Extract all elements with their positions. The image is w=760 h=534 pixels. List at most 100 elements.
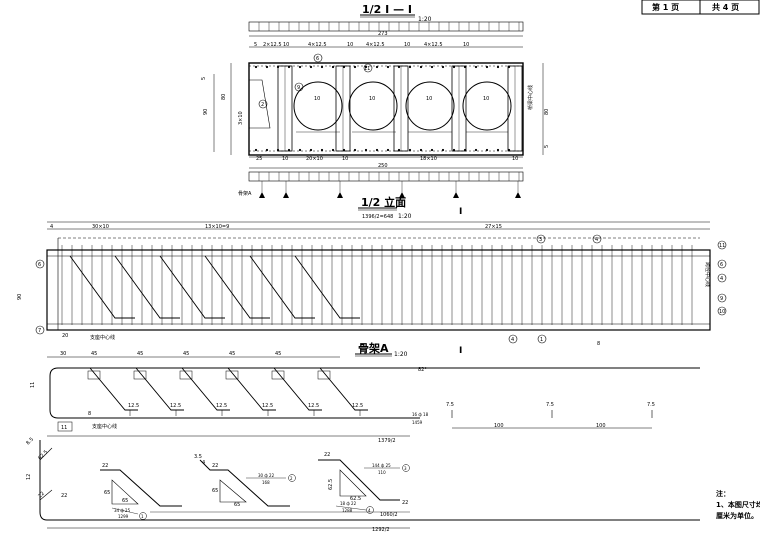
bottom-seg-2: 20×10: [306, 156, 323, 162]
notes-line-2: 厘米为单位。: [716, 511, 758, 520]
b2-n5: 4: [202, 460, 205, 466]
cage-left-11: 11: [30, 382, 36, 388]
notes-title: 注：: [716, 489, 730, 498]
cage-v-0: 12.5: [128, 403, 139, 409]
seg-5: 4×12.5: [366, 42, 385, 48]
b1-n3: 65: [122, 498, 128, 504]
bent-bars-view: 8.5 62.5 12 22 22 22 65 65 34 ф 25 1299 …: [25, 437, 700, 533]
cage-sp-5: 45: [275, 351, 281, 357]
cage-v-2: 12.5: [216, 403, 227, 409]
void-label-3: 10: [426, 96, 432, 102]
right-dim-80: 80: [544, 109, 550, 115]
seg-3: 4×12.5: [308, 42, 327, 48]
rebar-a-label: 骨架A: [238, 191, 252, 197]
cage-angle: 82°: [418, 367, 427, 373]
cage-dist-0: 100: [494, 423, 504, 429]
section-mark-bottom: I: [459, 346, 462, 356]
cage-scale: 1:20: [394, 351, 408, 358]
elev-bottom-1: 1: [540, 337, 543, 343]
cage-sp-1: 45: [91, 351, 97, 357]
b3-n1: 22: [324, 452, 330, 458]
elev-bottom-4: 4: [511, 337, 514, 343]
b1-label-b: 1299: [118, 514, 129, 519]
page-number: 第 1 页: [652, 2, 679, 12]
left-dim-3x10: 3×10: [238, 111, 244, 125]
elev-right-10: 10: [719, 309, 725, 315]
elev-seg-0: 4: [50, 224, 53, 230]
page-number-box: 第 1 页 共 4 页: [641, 0, 760, 15]
cage-sp-3: 45: [183, 351, 189, 357]
cage-bar-length: 1459: [412, 420, 423, 425]
bb-left-2: 12: [26, 474, 32, 480]
b2-n3: 65: [234, 502, 240, 508]
void-label-4: 10: [483, 96, 489, 102]
b2-label-a: 30 ф 22: [258, 473, 275, 478]
cage-v-5: 12.5: [352, 403, 363, 409]
void-label-1: 10: [314, 96, 320, 102]
b3-callout: 3: [404, 466, 407, 471]
callout-9: 9: [297, 85, 300, 91]
elev-right-11: 11: [719, 243, 725, 249]
left-dim-90: 90: [203, 109, 209, 115]
b3-label-b: 110: [378, 470, 386, 475]
elev-right-6: 6: [720, 262, 723, 268]
b3-n3: 22: [402, 500, 408, 506]
section-total-width: 273: [378, 31, 388, 37]
b3-n2: 62.5: [328, 479, 334, 490]
elev-callout-4: 4: [595, 237, 598, 243]
elev-callout-3: 3: [539, 237, 542, 243]
b1-callout: 1: [141, 514, 144, 519]
elev-left-7: 7: [38, 328, 41, 334]
b3-n2b: 62.5: [350, 496, 361, 502]
bb-dim-1: 1060/2: [380, 512, 398, 518]
cage-label-8: 8: [88, 411, 91, 417]
callout-6: 6: [316, 56, 319, 62]
b2-n2: 65: [212, 488, 218, 494]
callout-11: 11: [364, 66, 370, 72]
elev-seg-3: 27×15: [485, 224, 502, 230]
total-pages: 共 4 页: [712, 2, 739, 12]
bb-dim-2: 1292/2: [372, 527, 390, 533]
b2-label-b: 168: [262, 480, 270, 485]
elevation-view: 1/2 立面 1396/2=648 1:20 I I 4 30×10 13×10…: [17, 195, 727, 356]
cage-a-view: 骨架A 1:20 30 45 45 45 45 45 82° 11 8 11 支…: [30, 341, 700, 444]
elev-right-4: 4: [720, 276, 723, 282]
elev-bottom-20: 20: [62, 333, 68, 339]
cage-sp-2: 45: [137, 351, 143, 357]
cage-bottom-dim: 1379/2: [378, 438, 396, 444]
section-scale: 1:20: [418, 16, 432, 23]
cage-sp-0: 30: [60, 351, 66, 357]
section-view: 1/2 I — I 1:20 273 5 2×12.5 10 4×12.5 10…: [201, 3, 550, 198]
box-girder-outline: 10 10 10 10: [248, 62, 524, 156]
section-title: 1/2 I — I: [362, 3, 412, 16]
cage-support-label: 支座中心线: [92, 423, 117, 430]
elev-height: 90: [17, 294, 23, 300]
bottom-seg-3: 10: [342, 156, 348, 162]
cage-75-2: 7.5: [647, 402, 655, 408]
b1-label-a: 34 ф 25: [114, 508, 131, 513]
center-label: 桥梁中心线: [527, 85, 534, 110]
left-dim-5: 5: [201, 77, 207, 80]
elev-support-label: 支座中心线: [90, 334, 115, 341]
b2-n4: 3.5: [194, 454, 202, 460]
void-label-2: 10: [369, 96, 375, 102]
bb-left-3: 22: [37, 491, 46, 500]
seg-0: 5: [254, 42, 257, 48]
bottom-seg-0: 25: [256, 156, 262, 162]
cage-sp-4: 45: [229, 351, 235, 357]
cage-v-4: 12.5: [308, 403, 319, 409]
elev-seg-2: 13×10=9: [205, 224, 229, 230]
elev-bottom-8: 8: [597, 341, 600, 347]
elev-right-9: 9: [720, 296, 723, 302]
seg-8: 10: [463, 42, 469, 48]
cage-v-1: 12.5: [170, 403, 181, 409]
seg-6: 10: [404, 42, 410, 48]
top-count-row: [248, 21, 524, 32]
section-mark-top: I: [459, 207, 462, 217]
left-dim-80: 80: [221, 94, 227, 100]
elevation-scale: 1:20: [398, 213, 412, 220]
cage-75-0: 7.5: [446, 402, 454, 408]
bottom-seg-5: 10: [512, 156, 518, 162]
notes-line-1: 1、本图尺寸均以: [716, 500, 760, 509]
bb-left-4: 22: [61, 493, 67, 499]
